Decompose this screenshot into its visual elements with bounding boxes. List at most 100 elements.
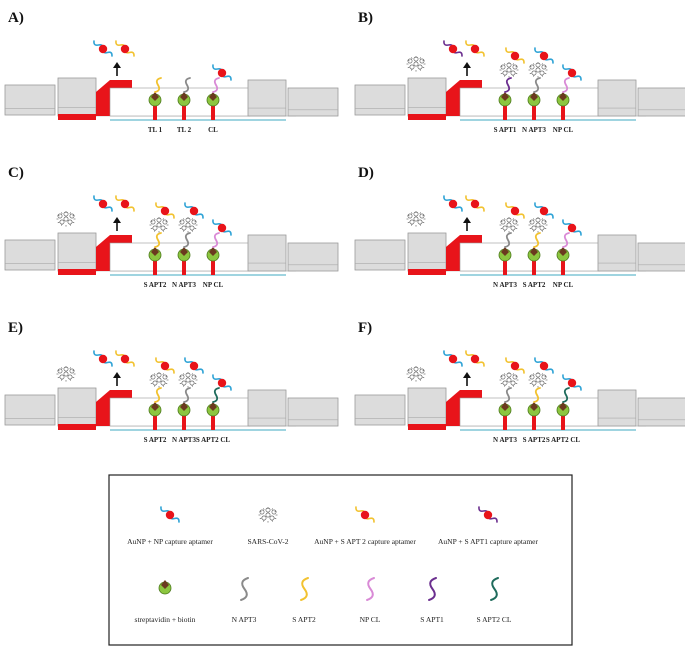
legend-item: N APT3 (232, 577, 257, 624)
wicking-pad (287, 242, 339, 272)
capture-aptamer-strand-icon (154, 232, 162, 248)
legend-label: streptavidin + biotin (135, 615, 196, 624)
capture-aptamer-strand-icon (212, 387, 220, 403)
released-aunp-conjugate-icon (465, 350, 485, 367)
capture-aptamer-strand-icon (533, 232, 541, 248)
legend-label: S APT1 (420, 615, 444, 624)
bound-aunp-conjugate-icon (505, 202, 525, 219)
absorbent-pad-right (247, 389, 287, 427)
capture-aptamer-strand-icon (154, 387, 162, 403)
released-aunp-conjugate-icon (93, 350, 113, 367)
sars-cov-2-icon (258, 507, 278, 523)
bound-aunp-conjugate-icon (534, 357, 554, 374)
capture-aptamer-strand-icon (562, 77, 570, 93)
bound-aunp-conjugate-icon (184, 357, 204, 374)
sars-cov-2-icon (499, 372, 519, 388)
streptavidin-biotin-icon (158, 580, 172, 595)
line-label: N APT3 (493, 436, 517, 444)
capture-line-bar (153, 258, 157, 275)
panel-label: D) (358, 165, 374, 181)
line-label: S APT2 (523, 281, 546, 289)
streptavidin-biotin-icon (148, 402, 162, 417)
legend-label: AuNP + NP capture aptamer (127, 537, 213, 546)
capture-aptamer-strand-icon (504, 232, 512, 248)
streptavidin-biotin-icon (148, 247, 162, 262)
capture-line-bar (532, 258, 536, 275)
streptavidin-biotin-icon (498, 247, 512, 262)
sample-pad (354, 239, 406, 271)
released-aunp-conjugate-icon (465, 40, 485, 57)
legend-item: S APT2 CL (476, 577, 512, 624)
sars-cov-2-icon (406, 211, 426, 227)
line-label: TL 2 (177, 126, 192, 134)
test-line-3: NP CL (553, 64, 582, 134)
line-label: S APT2 (523, 436, 546, 444)
released-aunp-conjugate-icon (115, 40, 135, 57)
capture-aptamer-strand-icon (212, 77, 220, 93)
capture-aptamer-strand-icon (212, 232, 220, 248)
test-line-2: N APT3 (522, 47, 554, 134)
capture-line-bar (561, 258, 565, 275)
flow-arrow-icon (113, 62, 121, 76)
sample-pad (4, 84, 56, 116)
aunp-s-apt2-capture-aptamer-icon (355, 506, 375, 523)
aunp-np-capture-aptamer-icon (160, 506, 180, 523)
absorbent-pad-left (407, 232, 447, 272)
streptavidin-biotin-icon (556, 92, 570, 107)
bound-aunp-conjugate-icon (562, 374, 582, 391)
wicking-pad (287, 397, 339, 427)
streptavidin-biotin-icon (177, 402, 191, 417)
streptavidin-biotin-icon (527, 402, 541, 417)
panel-label: B) (358, 10, 373, 26)
sars-cov-2-icon (56, 211, 76, 227)
line-label: NP CL (203, 281, 224, 289)
capture-line-bar (211, 258, 215, 275)
flow-arrow-icon (463, 217, 471, 231)
capture-line-bar (182, 258, 186, 275)
test-line-1: S APT2 (144, 357, 175, 444)
capture-aptamer-strand-icon (183, 387, 191, 403)
test-line-1: S APT2 (144, 202, 175, 289)
bound-aunp-conjugate-icon (562, 219, 582, 236)
test-line-3: S APT2 CL (196, 374, 232, 444)
s-apt2-strand-icon (300, 577, 309, 601)
panel-label: C) (8, 165, 24, 181)
line-label: S APT1 (494, 126, 517, 134)
bound-aunp-conjugate-icon (534, 47, 554, 64)
line-label: NP CL (553, 281, 574, 289)
absorbent-pad-right (597, 79, 637, 117)
bound-aunp-conjugate-icon (155, 202, 175, 219)
line-label: N APT3 (493, 281, 517, 289)
line-label: S APT2 (144, 281, 167, 289)
legend-label: N APT3 (232, 615, 257, 624)
legend-item: AuNP + S APT 2 capture aptamer (314, 506, 416, 546)
sample-pad (4, 239, 56, 271)
line-label: N APT3 (522, 126, 546, 134)
streptavidin-biotin-icon (148, 92, 162, 107)
released-aunp-conjugate-icon (465, 195, 485, 212)
capture-aptamer-strand-icon (562, 387, 570, 403)
test-line-1: S APT1 (494, 47, 525, 134)
sample-pad (4, 394, 56, 426)
legend-label: SARS-CoV-2 (248, 537, 289, 546)
released-aunp-conjugate-icon (93, 195, 113, 212)
flow-arrow-icon (463, 62, 471, 76)
legend-label: S APT2 CL (476, 615, 511, 624)
streptavidin-biotin-icon (527, 247, 541, 262)
sars-cov-2-icon (178, 217, 198, 233)
legend-label: S APT2 (292, 615, 316, 624)
absorbent-pad-left (407, 387, 447, 427)
capture-line-bar (561, 413, 565, 430)
sars-cov-2-icon (56, 366, 76, 382)
line-label: S APT2 CL (546, 436, 581, 444)
absorbent-pad-right (597, 234, 637, 272)
flow-arrow-icon (113, 372, 121, 386)
legend-item: AuNP + S APT1 capture aptamer (438, 506, 538, 546)
bound-aunp-conjugate-icon (212, 219, 232, 236)
absorbent-pad-left (407, 77, 447, 117)
sars-cov-2-icon (149, 372, 169, 388)
legend-item: SARS-CoV-2 (248, 507, 289, 546)
